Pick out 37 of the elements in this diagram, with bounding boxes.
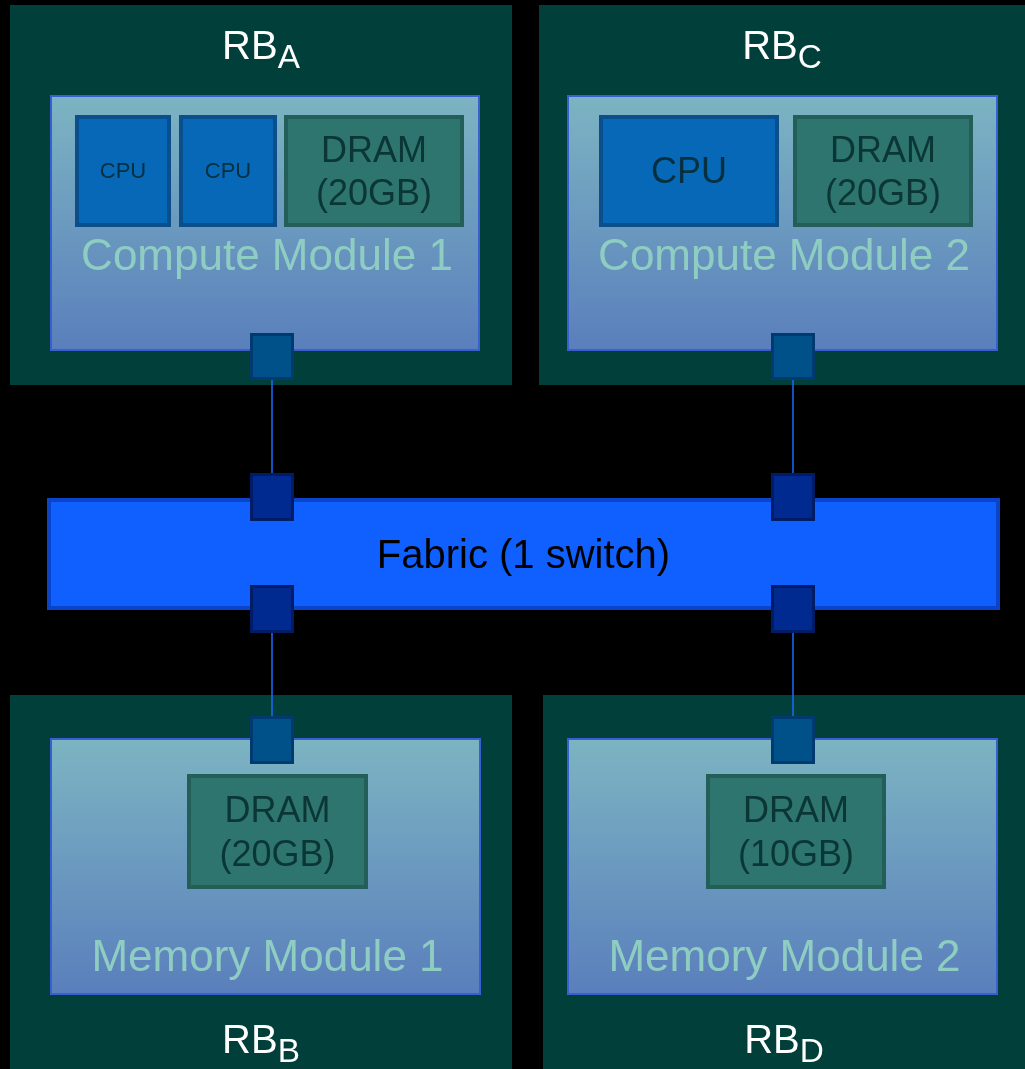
- panel-heading: RB$_{A}$: [221, 22, 301, 77]
- module-label: Compute Module 2: [597, 229, 971, 281]
- module-panel: [567, 738, 998, 995]
- enclosure-panel: [10, 695, 512, 1069]
- cpu-chip: CPU: [75, 115, 171, 227]
- module-label: Memory Module 1: [90, 930, 445, 982]
- port-square: [771, 716, 815, 764]
- enclosure-panel: [543, 695, 1025, 1069]
- port-square: [771, 473, 815, 521]
- port-square: [771, 585, 815, 633]
- port-square: [771, 333, 815, 380]
- connector-line: [271, 379, 273, 474]
- memory-chip: DRAM (20GB): [284, 115, 464, 227]
- cpu-chip: CPU: [179, 115, 277, 227]
- connector-line: [271, 632, 273, 717]
- module-panel: [567, 95, 998, 351]
- cpu-chip: CPU: [599, 115, 779, 227]
- memory-chip: DRAM (20GB): [187, 774, 368, 889]
- panel-heading: RB$_{D}$: [743, 1016, 825, 1069]
- module-label: Memory Module 2: [607, 930, 962, 982]
- panel-heading: RB$_{C}$: [741, 22, 823, 77]
- module-panel: [50, 738, 481, 995]
- port-square: [250, 716, 294, 764]
- switch-bar: [47, 498, 1000, 610]
- connector-line: [792, 379, 794, 474]
- memory-chip: DRAM (20GB): [793, 115, 973, 227]
- module-panel: [50, 95, 480, 351]
- port-square: [250, 473, 294, 521]
- enclosure-panel: [539, 5, 1025, 385]
- module-label: Compute Module 1: [80, 229, 454, 281]
- port-square: [250, 333, 294, 380]
- switch-label: Fabric (1 switch): [375, 531, 672, 578]
- panel-heading: RB$_{B}$: [221, 1016, 301, 1069]
- memory-chip: DRAM (10GB): [706, 774, 886, 889]
- port-square: [250, 585, 294, 633]
- connector-line: [792, 632, 794, 717]
- enclosure-panel: [10, 5, 512, 385]
